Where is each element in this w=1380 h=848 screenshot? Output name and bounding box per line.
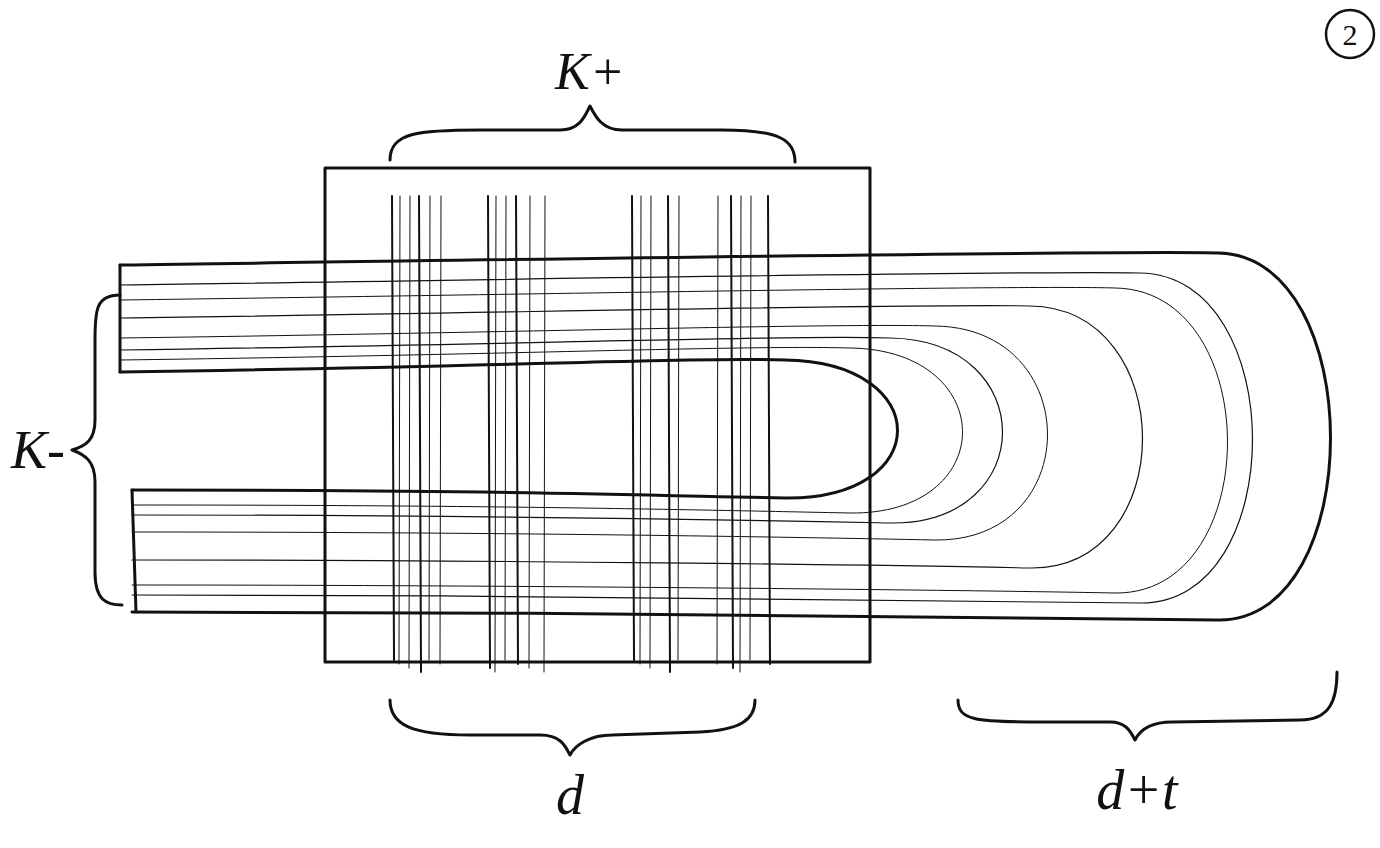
strip-end	[132, 490, 136, 612]
brace	[72, 295, 122, 605]
band-curve	[120, 305, 1143, 568]
vertical-line	[529, 196, 530, 668]
vertical-line	[419, 196, 421, 672]
vertical-line	[668, 196, 670, 672]
vertical-line	[544, 196, 545, 672]
vertical-line	[740, 196, 741, 672]
vertical-line	[495, 196, 496, 672]
vertical-strips	[392, 196, 770, 672]
vertical-line	[768, 196, 770, 664]
vertical-line	[731, 196, 733, 668]
vertical-line	[632, 196, 634, 660]
vertical-line	[488, 196, 490, 668]
vertical-line	[650, 196, 651, 668]
band-curve	[120, 325, 1048, 540]
horseshoe-band	[120, 252, 1331, 620]
brace	[390, 106, 795, 162]
vertical-line	[399, 196, 400, 664]
vertical-line	[750, 196, 751, 660]
set-label: K-	[11, 423, 65, 477]
dimension-label: d+t	[1096, 762, 1177, 818]
brace	[390, 700, 755, 755]
brace	[958, 672, 1337, 740]
vertical-line	[678, 196, 679, 660]
band-curve	[120, 272, 1253, 603]
vertical-line	[516, 196, 518, 664]
vertical-line	[409, 196, 410, 668]
vertical-line	[717, 196, 718, 664]
strip-end	[119, 265, 122, 372]
vertical-line	[440, 196, 441, 664]
band-curve	[120, 347, 963, 513]
band-curve	[120, 287, 1228, 593]
vertical-line	[640, 196, 641, 664]
dimension-label: d	[556, 767, 584, 823]
band-curve	[120, 252, 1331, 620]
vertical-line	[429, 196, 430, 660]
vertical-line	[392, 196, 394, 660]
band-curve	[120, 359, 898, 498]
vertical-line	[505, 196, 506, 660]
band-curve	[120, 337, 1003, 523]
set-label: K+	[555, 46, 625, 98]
page-number-circle	[1326, 10, 1374, 58]
page-number: 2	[1343, 20, 1358, 50]
